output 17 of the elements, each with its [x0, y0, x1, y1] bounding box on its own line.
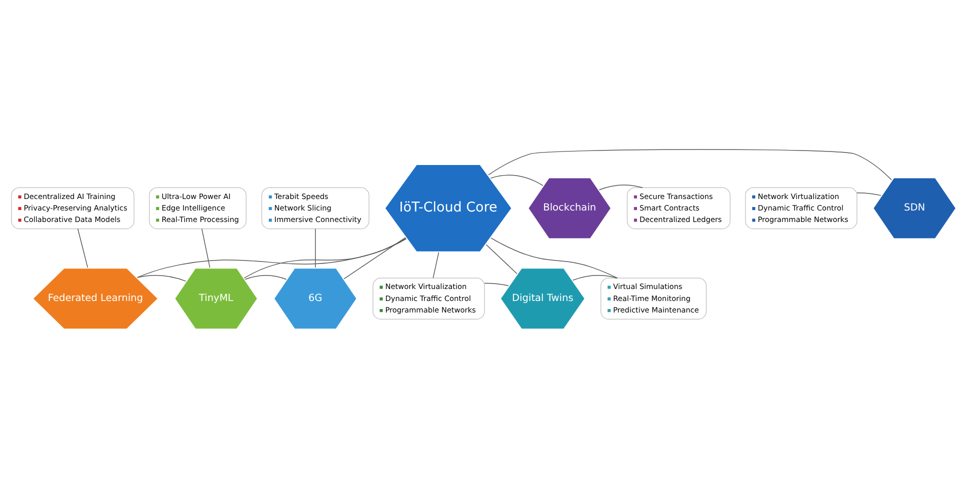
connector: [486, 244, 518, 274]
connector: [77, 228, 88, 268]
connector: [572, 274, 618, 280]
connector: [432, 252, 440, 278]
connector: [136, 238, 407, 278]
connector: [315, 228, 316, 268]
connector: [856, 192, 882, 196]
connector: [244, 274, 287, 280]
connector: [484, 282, 509, 286]
connector: [490, 237, 618, 278]
connector: [344, 236, 406, 279]
connector: [598, 184, 644, 190]
connector: [490, 174, 544, 186]
connector: [488, 148, 892, 180]
connector: [137, 274, 186, 282]
connector: [244, 238, 406, 278]
connector: [201, 228, 210, 268]
